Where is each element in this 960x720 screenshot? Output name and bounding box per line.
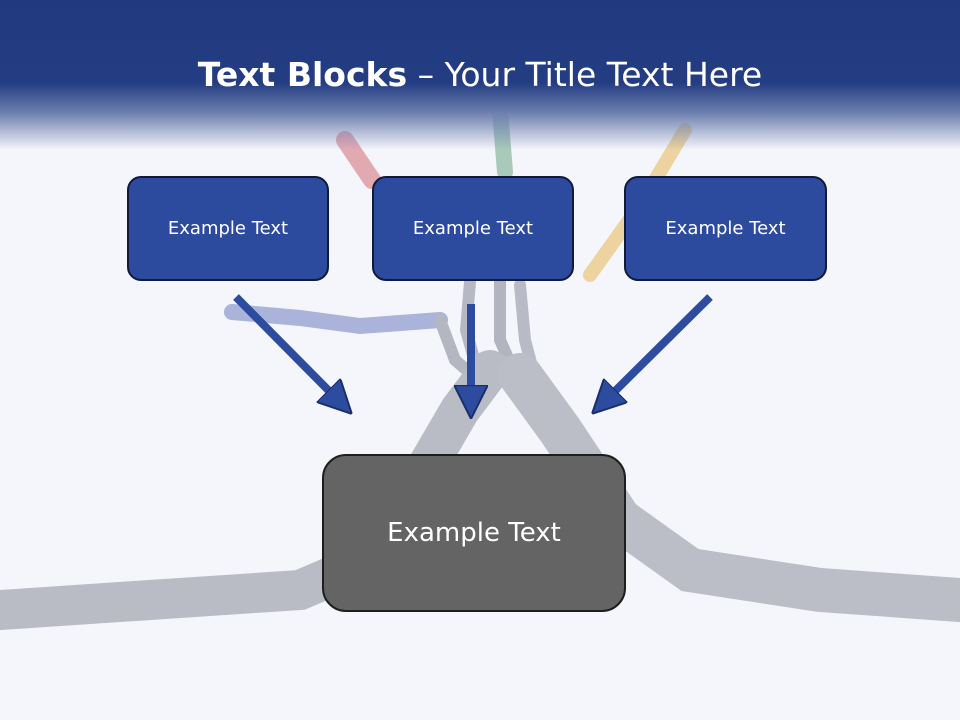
- text-block-1-label: Example Text: [167, 218, 289, 239]
- center-text-block[interactable]: Example Text: [322, 454, 626, 612]
- text-block-1[interactable]: Example Text: [127, 176, 329, 281]
- title-bold: Text Blocks: [197, 55, 408, 94]
- arrow-left: [233, 294, 340, 402]
- center-text-block-label: Example Text: [387, 518, 561, 548]
- arrow-right: [604, 294, 713, 402]
- page-title: Text Blocks – Your Title Text Here: [0, 52, 960, 98]
- text-block-3-label: Example Text: [665, 218, 786, 239]
- title-rest: – Your Title Text Here: [407, 55, 763, 94]
- text-block-2[interactable]: Example Text: [372, 176, 574, 281]
- text-block-3[interactable]: Example Text: [624, 176, 827, 281]
- right-cable: [498, 353, 960, 622]
- title-bar: [0, 0, 960, 150]
- blue-wire: [224, 304, 448, 335]
- text-block-2-label: Example Text: [412, 218, 534, 239]
